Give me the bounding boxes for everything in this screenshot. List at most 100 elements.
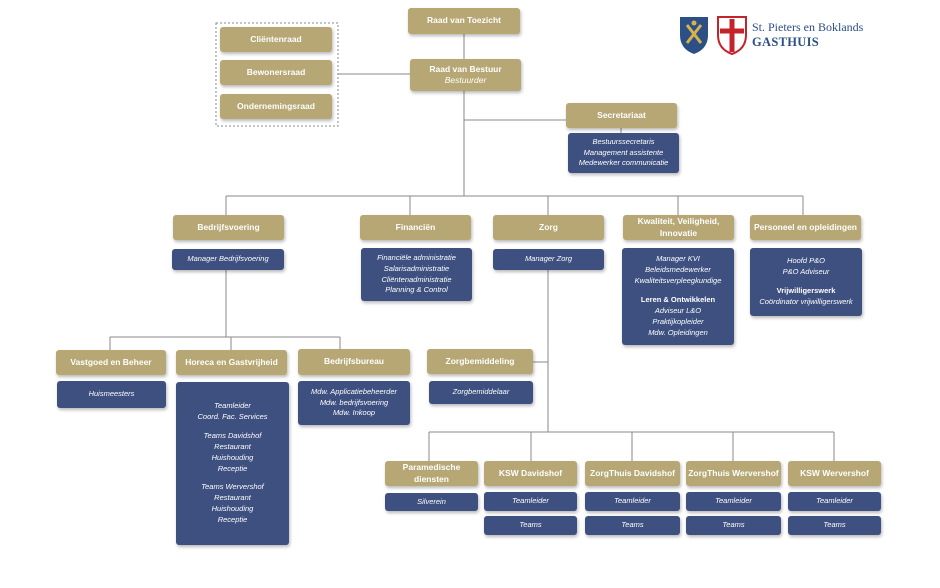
staff-item: Kwaliteitsverpleegkundige [634,276,722,286]
box-subtitle: Bestuurder [444,75,487,85]
staff-item: Teamleider [816,496,853,506]
unit-horeca: Horeca en Gastvrijheid [176,350,287,375]
box-title: ZorgThuis Wervershof [688,467,779,478]
council-bewonersraad: Bewonersraad [220,60,332,85]
team-item: Restaurant [214,441,251,451]
unit-ksw-wervershof-teams: Teams [788,516,881,535]
unit-zorgbemiddeling: Zorgbemiddeling [427,349,533,374]
council-label: Ondernemingsraad [237,100,315,111]
box-title: Personeel en opleidingen [754,221,857,232]
staff-item: Silverein [417,496,446,506]
staff-item: Coord. Fac. Services [197,412,268,421]
dept-bedrijfsvoering-staff: Manager Bedrijfsvoering [172,249,284,270]
dept-zorg-staff: Manager Zorg [493,249,604,270]
organization-name: St. Pieters en Boklands GASTHUIS [752,20,863,50]
council-label: Cliëntenraad [250,33,302,44]
staff-item: P&O Adviseur [782,267,830,277]
staff-item: Praktijkopleider [652,316,704,326]
unit-bedrijfsbureau-staff: Mdw. Applicatiebeheerder Mdw. bedrijfsvo… [298,381,410,425]
team-heading: Teams Wervershof [201,482,264,492]
dept-bedrijfsvoering: Bedrijfsvoering [173,215,284,240]
logo-name-line2: GASTHUIS [752,35,820,49]
unit-ksw-wervershof: KSW Wervershof [788,461,881,486]
sub-heading: Vrijwilligerswerk [776,286,836,295]
staff-item: Teamleider [715,496,752,506]
unit-vastgoed-staff: Huismeesters [57,381,166,408]
dept-kwaliteit: Kwaliteit, Veiligheid, Innovatie [623,215,734,240]
unit-zorgthuis-davidshof-teamleider: Teamleider [585,492,680,511]
box-title: Financiën [395,221,436,232]
unit-paramedisch-staff: Silverein [385,493,478,511]
box-title: KSW Wervershof [800,467,869,478]
team-heading: Teams Davidshof [203,430,262,440]
team-item: Receptie [217,515,248,524]
unit-zorgthuis-wervershof-teamleider: Teamleider [686,492,781,511]
staff-item: Teams [722,520,745,530]
staff-item: Cliëntenadministratie [381,274,452,284]
box-title: Bedrijfsvoering [197,221,260,232]
staff-item: Coördinator vrijwilligerswerk [759,296,853,306]
staff-item: Teamleider [614,496,651,506]
unit-zorgthuis-davidshof: ZorgThuis Davidshof [585,461,680,486]
staff-item: Mdw. Inkoop [332,408,376,418]
dept-personeel: Personeel en opleidingen [750,215,861,240]
staff-item: Salarisadministratie [383,263,450,273]
staff-item: Mdw. Opleidingen [648,327,708,337]
unit-zorgthuis-wervershof-teams: Teams [686,516,781,535]
staff-item: Teamleider [512,496,549,506]
unit-ksw-davidshof: KSW Davidshof [484,461,577,486]
team-item: Huishouding [211,452,254,462]
staff-item: Hoofd P&O [787,256,825,266]
box-title: Zorg [539,221,558,232]
box-title: ZorgThuis Davidshof [590,467,675,478]
staff-item: Teams [519,520,542,530]
staff-item: Manager Bedrijfsvoering [187,254,269,264]
box-title: Bedrijfsbureau [324,356,384,367]
logo-name-line1: St. Pieters en Boklands [752,20,864,34]
dept-financien: Financiën [360,215,471,240]
box-title: Zorgbemiddeling [445,355,515,366]
staff-item: Financiële administratie [377,252,456,262]
staff-item: Teams [823,520,846,530]
unit-ksw-davidshof-teamleider: Teamleider [484,492,577,511]
blue-shield-crest-icon [680,17,708,54]
dept-financien-staff: Financiële administratie Salarisadminist… [361,248,472,301]
council-ondernemingsraad: Ondernemingsraad [220,94,332,119]
raad-van-toezicht-box: Raad van Toezicht [408,8,520,34]
council-label: Bewonersraad [246,66,306,77]
unit-vastgoed: Vastgoed en Beheer [56,350,166,375]
unit-paramedisch: Paramedische diensten [385,461,478,486]
box-title: Secretariaat [597,109,646,120]
staff-item: Teams [621,520,644,530]
dept-kwaliteit-staff: Manager KVI Beleidsmedewerker Kwaliteits… [622,248,734,345]
secretariaat-staff-box: Bestuurssecretaris Management assistente… [568,133,679,173]
staff-item: Huismeesters [88,389,135,399]
dept-personeel-staff: Hoofd P&O P&O Adviseur Vrijwilligerswerk… [750,248,862,316]
unit-zorgthuis-davidshof-teams: Teams [585,516,680,535]
staff-item: Medewerker communicatie [578,158,669,168]
staff-item: Beleidsmedewerker [645,265,711,275]
box-title: Raad van Bestuur [429,63,502,74]
organization-logo [678,15,898,55]
unit-ksw-davidshof-teams: Teams [484,516,577,535]
staff-item: Adviseur L&O [654,305,702,315]
staff-item: Zorgbemiddelaar [452,387,510,397]
unit-zorgthuis-wervershof: ZorgThuis Wervershof [686,461,781,486]
box-title: Horeca en Gastvrijheid [185,356,278,367]
unit-ksw-wervershof-teamleider: Teamleider [788,492,881,511]
staff-item: Mdw. bedrijfsvoering [319,397,389,407]
box-title: Raad van Toezicht [427,15,501,26]
unit-horeca-staff: Teamleider Coord. Fac. Services Teams Da… [176,382,289,545]
team-item: Restaurant [214,493,251,503]
box-title: KSW Davidshof [498,467,563,478]
dept-zorg: Zorg [493,215,604,240]
raad-van-bestuur-box: Raad van Bestuur Bestuurder [410,59,521,91]
staff-item: Manager KVI [656,254,700,264]
team-item: Receptie [217,463,248,473]
secretariaat-box: Secretariaat [566,103,677,128]
red-cross-shield-icon [717,16,747,55]
team-item: Huishouding [211,504,254,514]
box-title: Kwaliteit, Veiligheid, Innovatie [637,216,720,238]
unit-zorgbemiddeling-staff: Zorgbemiddelaar [429,381,533,404]
